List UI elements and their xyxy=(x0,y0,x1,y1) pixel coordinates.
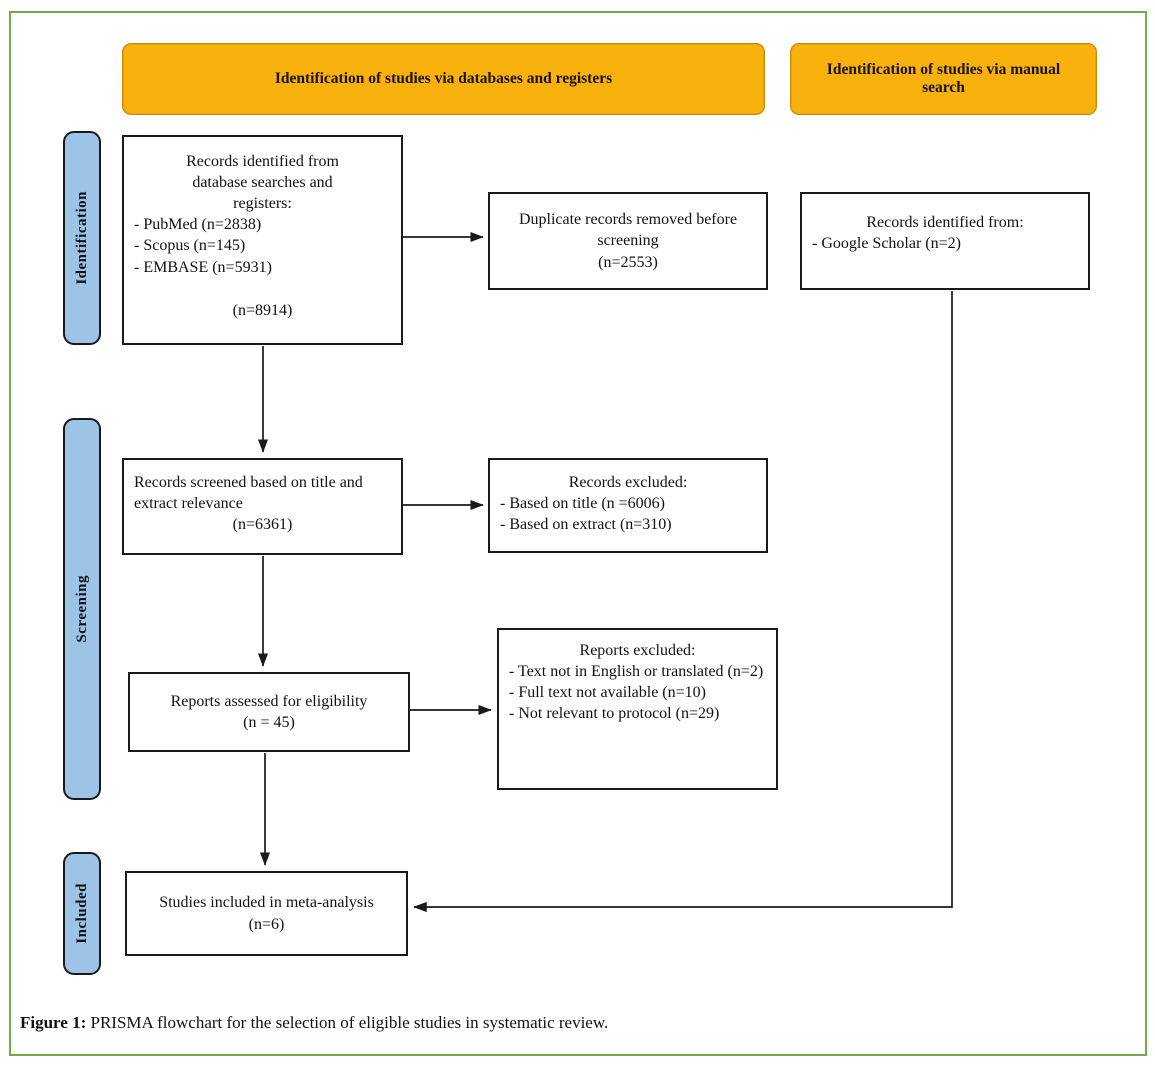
records-identified-title: Records identified from database searche… xyxy=(186,153,339,213)
box-duplicates-removed: Duplicate records removed before screeni… xyxy=(488,192,768,290)
manual-records-title: Records identified from: xyxy=(866,214,1024,231)
header-databases-registers: Identification of studies via databases … xyxy=(122,43,765,115)
records-excluded-item: - Based on extract (n=310) xyxy=(500,516,672,534)
header-manual-search: Identification of studies via manual sea… xyxy=(790,43,1097,115)
duplicates-removed-text: Duplicate records removed before screeni… xyxy=(518,211,738,250)
reports-excluded-item: - Text not in English or translated (n=2… xyxy=(509,663,764,681)
reports-assessed-text: Reports assessed for eligibility xyxy=(170,692,368,710)
studies-included-count: (n=6) xyxy=(248,915,285,933)
reports-assessed-count: (n = 45) xyxy=(243,714,295,731)
stage-label-included: Included xyxy=(63,852,101,975)
records-identified-item: - Scopus (n=145) xyxy=(134,237,246,255)
stage-label-identification: Identification xyxy=(63,131,101,345)
box-records-identified: Records identified from database searche… xyxy=(122,135,403,345)
records-identified-item: - PubMed (n=2838) xyxy=(134,216,262,234)
records-excluded-title: Records excluded: xyxy=(568,474,688,491)
records-identified-item: - EMBASE (n=5931) xyxy=(134,258,272,276)
stage-included-text: Included xyxy=(73,883,90,944)
box-records-screened: Records screened based on title and extr… xyxy=(122,458,403,555)
stage-label-screening: Screening xyxy=(63,418,101,800)
box-records-excluded: Records excluded: - Based on title (n =6… xyxy=(488,458,768,553)
duplicates-removed-count: (n=2553) xyxy=(598,253,658,271)
records-screened-text: Records screened based on title and extr… xyxy=(134,474,363,513)
figure-caption-text: PRISMA flowchart for the selection of el… xyxy=(86,1013,609,1032)
box-reports-assessed: Reports assessed for eligibility (n = 45… xyxy=(128,672,410,752)
figure-caption: Figure 1: PRISMA flowchart for the selec… xyxy=(20,1013,608,1033)
box-manual-records: Records identified from: - Google Schola… xyxy=(800,192,1090,290)
stage-identification-text: Identification xyxy=(73,191,90,285)
reports-excluded-item: - Not relevant to protocol (n=29) xyxy=(509,705,720,723)
header-manual-label: Identification of studies via manual sea… xyxy=(826,61,1061,96)
figure-caption-label: Figure 1: xyxy=(20,1013,87,1032)
box-studies-included: Studies included in meta-analysis (n=6) xyxy=(125,871,408,956)
reports-excluded-title: Reports excluded: xyxy=(579,642,696,659)
figure-frame xyxy=(9,11,1147,1056)
records-identified-total: (n=8914) xyxy=(232,301,293,319)
manual-records-item: - Google Scholar (n=2) xyxy=(812,235,961,253)
stage-screening-text: Screening xyxy=(73,575,90,643)
records-excluded-item: - Based on title (n =6006) xyxy=(500,495,665,513)
box-reports-excluded: Reports excluded: - Text not in English … xyxy=(497,628,778,790)
records-screened-count: (n=6361) xyxy=(232,516,293,534)
header-databases-label: Identification of studies via databases … xyxy=(274,70,613,87)
reports-excluded-item: - Full text not available (n=10) xyxy=(509,684,706,702)
studies-included-text: Studies included in meta-analysis xyxy=(159,894,374,912)
